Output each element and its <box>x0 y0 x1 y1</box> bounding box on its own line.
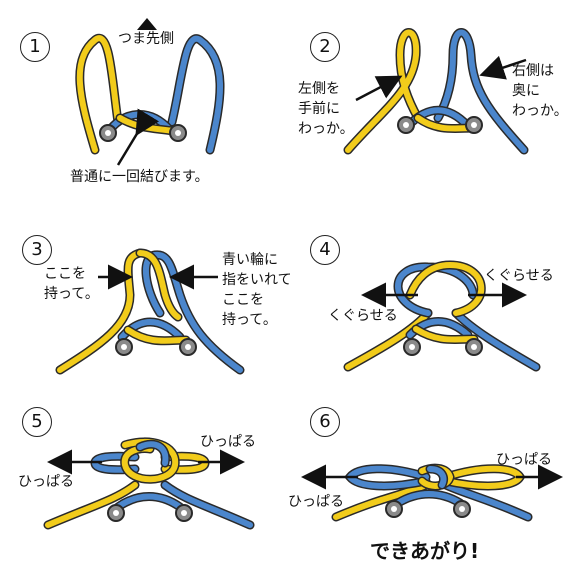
pull-label-left: ひっぱる <box>18 474 74 490</box>
thread-through-label-right: くぐらせる <box>484 268 554 284</box>
step-4-panel: 4 くぐらせる くぐらせる <box>288 195 576 385</box>
left-side-label-2: 手前に <box>298 101 340 117</box>
thread-through-label-left: くぐらせる <box>328 308 398 324</box>
finished-label: できあがり! <box>370 539 480 563</box>
step-number: 3 <box>22 235 52 265</box>
step-6-panel: 6 ひっぱる ひっぱる できあがり! <box>288 385 576 575</box>
left-side-label-1: 左側を <box>298 81 340 97</box>
blue-loop-label-1: 青い輪に <box>222 252 278 268</box>
step-1-caption: 普通に一回結びます。 <box>70 169 209 185</box>
step-number: 1 <box>20 32 50 62</box>
step-1-panel: 1 つま先側 普通に一回結びます。 <box>0 0 288 190</box>
hold-here-label-2: 持って。 <box>44 286 99 302</box>
step-number: 6 <box>310 407 340 437</box>
left-side-label-3: わっか。 <box>298 121 354 137</box>
right-side-label-1: 右側は <box>512 63 554 79</box>
hold-here-label-1: ここを <box>44 266 86 282</box>
step-3-illustration <box>55 248 245 375</box>
toe-direction-icon <box>137 18 157 30</box>
pull-label-right: ひっぱる <box>496 452 552 468</box>
toe-side-label: つま先側 <box>118 31 174 47</box>
step-3-panel: 3 ここを 持って。 青い輪に 指をいれて ここを 持って。 <box>0 195 292 385</box>
step-6-illustration <box>301 463 563 522</box>
blue-loop-label-2: 指をいれて <box>222 272 292 288</box>
step-1-illustration <box>75 18 225 166</box>
right-side-label-3: わっか。 <box>512 103 568 119</box>
step-number: 5 <box>22 407 52 437</box>
pull-label-left: ひっぱる <box>288 494 344 510</box>
step-2-illustration <box>343 28 529 155</box>
step-2-panel: 2 左側を 手前に わっか。 右側は 奥に わっか。 <box>288 0 576 190</box>
pull-label-right: ひっぱる <box>200 434 256 450</box>
step-5-illustration <box>43 437 255 530</box>
step-5-panel: 5 ひっぱる ひっぱる <box>0 385 288 575</box>
step-4-illustration <box>343 260 541 372</box>
blue-loop-label-3: ここを <box>222 292 264 308</box>
step-number: 2 <box>310 32 340 62</box>
blue-loop-label-4: 持って。 <box>222 312 277 328</box>
step-number: 4 <box>310 235 340 265</box>
right-side-label-2: 奥に <box>512 83 540 99</box>
